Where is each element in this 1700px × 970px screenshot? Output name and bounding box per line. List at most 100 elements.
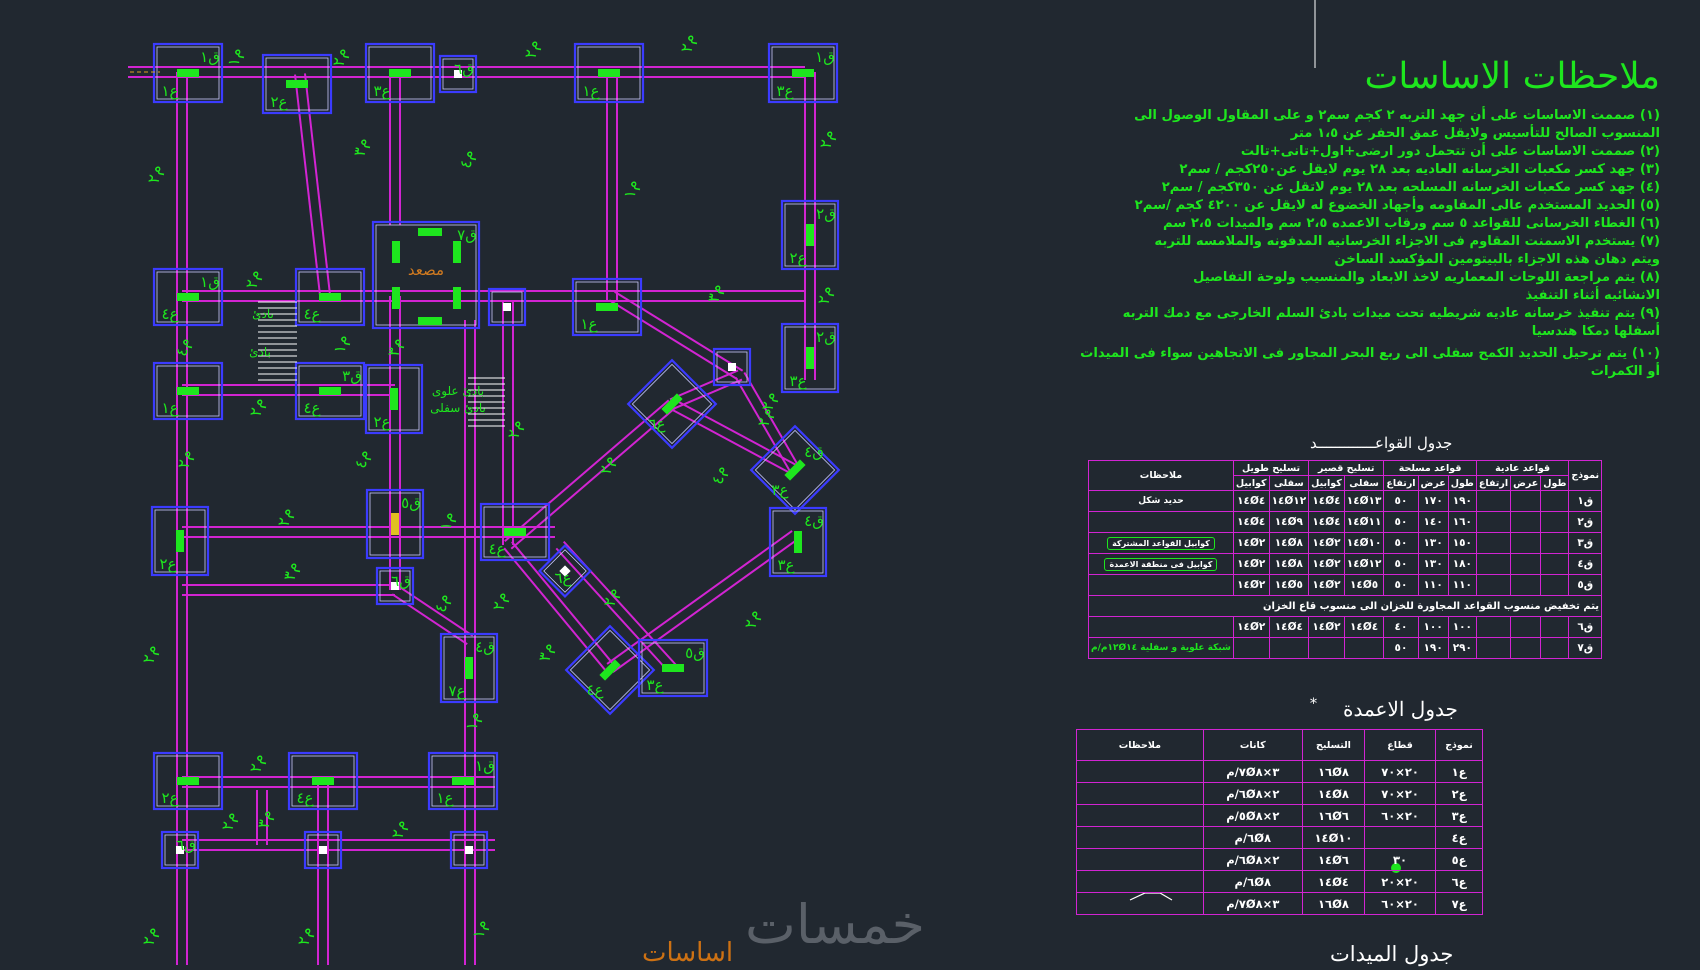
table-cell bbox=[1232, 637, 1270, 659]
table-cell: سفلى bbox=[1268, 475, 1310, 491]
footing-inner-outline bbox=[491, 291, 523, 323]
elevator-label: مصعد bbox=[408, 261, 444, 279]
column-label: ع١ bbox=[161, 399, 178, 417]
table-cell: ق٥ bbox=[1568, 574, 1603, 596]
footing-outline bbox=[479, 502, 551, 562]
footing-outline bbox=[571, 277, 643, 337]
beam-label: م٢ bbox=[246, 396, 268, 418]
footing bbox=[767, 42, 839, 104]
footing-label: ق١ bbox=[475, 757, 495, 775]
note-line: (٣) جهد كسر مكعبات الخرسانه العاديه بعد … bbox=[1179, 162, 1660, 177]
footing-label: ق٦ bbox=[391, 572, 411, 590]
beam-line bbox=[511, 541, 615, 666]
column-label: ع٢ bbox=[789, 249, 806, 267]
beam-label: م٤ bbox=[708, 464, 730, 486]
footing-outline bbox=[152, 42, 224, 104]
beam-label: م٢ bbox=[521, 38, 543, 60]
column bbox=[465, 846, 473, 854]
table-cell bbox=[1475, 553, 1512, 575]
beam-line bbox=[510, 407, 676, 550]
footing-label: ق٢ bbox=[816, 328, 836, 346]
table-cell: ١٤Ø٢ bbox=[1232, 532, 1270, 554]
table-cell: ١٦Ø٨ bbox=[1301, 892, 1366, 915]
footing-inner-outline bbox=[483, 506, 547, 558]
footing-inner-outline bbox=[164, 834, 196, 866]
column bbox=[319, 293, 341, 301]
footing bbox=[439, 632, 499, 704]
table-cell: ١٠٠ bbox=[1417, 616, 1449, 638]
note-line: (٩) يتم تنفيذ خرسانه عاديه شريطيه تحت مي… bbox=[1122, 306, 1660, 321]
footing bbox=[261, 53, 333, 115]
beam-label: م٣ bbox=[254, 808, 276, 830]
table-cell: ٢٩٠ bbox=[1447, 637, 1477, 659]
column bbox=[452, 777, 474, 785]
table-cell: ١٤Ø١٢ bbox=[1343, 553, 1385, 575]
footing bbox=[287, 751, 359, 811]
table-cell: ٦Ø٨/م bbox=[1202, 826, 1303, 849]
footing-inner-outline bbox=[569, 629, 651, 711]
column bbox=[598, 69, 620, 77]
table-cell: قواعد عادية bbox=[1475, 460, 1570, 476]
column-label: ع٣ bbox=[789, 372, 806, 390]
notes-title: ملاحظات الاساسات bbox=[1364, 56, 1660, 97]
table-cell: ٣٠ bbox=[1364, 848, 1437, 871]
table-cell: ١٤Ø٤ bbox=[1268, 616, 1310, 638]
footing bbox=[438, 54, 478, 94]
footing-outline bbox=[150, 505, 210, 577]
column bbox=[784, 459, 806, 481]
table-cell bbox=[1088, 511, 1234, 533]
table-cell: ١٤Ø٢ bbox=[1308, 616, 1345, 638]
table-cell bbox=[1088, 616, 1234, 638]
note-line: (١٠) يتم ترحيل الحديد الكمح سفلى الى ربع… bbox=[1080, 346, 1660, 361]
table-cell: ع٤ bbox=[1435, 826, 1483, 849]
column bbox=[728, 363, 736, 371]
note-line: الانشائيه أثناء التنفيذ bbox=[1525, 288, 1660, 303]
note-line: أسفلها دمكا هندسيا bbox=[1531, 324, 1660, 339]
table-cell: قواعد مسلحة bbox=[1383, 460, 1477, 476]
beam-label: م٣ bbox=[704, 282, 726, 304]
table-cell bbox=[1510, 532, 1542, 554]
footing-outline bbox=[712, 347, 752, 387]
column bbox=[806, 224, 814, 246]
beam-label: م١ bbox=[436, 510, 458, 532]
table-cell: ٣×٧Ø٨/م bbox=[1202, 892, 1303, 915]
table-cell: ١٣٠ bbox=[1417, 532, 1449, 554]
table-cell: ١٤Ø١٣ bbox=[1343, 490, 1385, 512]
table-cell: ١٦Ø٦ bbox=[1301, 804, 1366, 827]
table-cell bbox=[1475, 532, 1512, 554]
watermark-subtitle: اساسات bbox=[642, 938, 734, 968]
footing-inner-outline bbox=[784, 326, 836, 390]
table-cell: سفلى bbox=[1343, 475, 1385, 491]
table-cell: ١٤Ø٦ bbox=[1301, 848, 1366, 871]
note-box: كوابيل فى منطقة الاعمدة bbox=[1104, 557, 1218, 571]
table-cell: ق٦ bbox=[1568, 616, 1603, 638]
beam-line bbox=[391, 593, 468, 645]
table-cell bbox=[1475, 637, 1512, 659]
table-cell bbox=[1076, 870, 1204, 893]
footing-label: ق١ bbox=[200, 273, 220, 291]
beam-label: م٢ bbox=[139, 643, 161, 665]
column-label: ع٧ bbox=[448, 682, 465, 700]
beam-line bbox=[504, 399, 670, 542]
table-cell bbox=[1540, 637, 1570, 659]
footing bbox=[780, 322, 840, 394]
table-cell: كوابيل bbox=[1308, 475, 1345, 491]
footing-inner-outline bbox=[754, 429, 836, 511]
footing-inner-outline bbox=[716, 351, 748, 383]
column-label: ع٢ bbox=[270, 93, 287, 111]
table-cell: ١٠٠ bbox=[1447, 616, 1477, 638]
beam-label: م٣ bbox=[350, 136, 372, 158]
table-cell: نموذج bbox=[1568, 460, 1603, 491]
columns-table-title: جدول الاعمدة bbox=[1343, 697, 1458, 721]
table-cell bbox=[1475, 511, 1512, 533]
table-row: يتم تخفيض منسوب القواعد المجاورة للخزان … bbox=[1087, 595, 1603, 617]
beam-label: م٢ bbox=[758, 390, 780, 412]
table-cell: ق٤ bbox=[1568, 553, 1603, 575]
table-cell: ع٣ bbox=[1435, 804, 1483, 827]
table-cell: تسليح قصير bbox=[1308, 460, 1385, 476]
